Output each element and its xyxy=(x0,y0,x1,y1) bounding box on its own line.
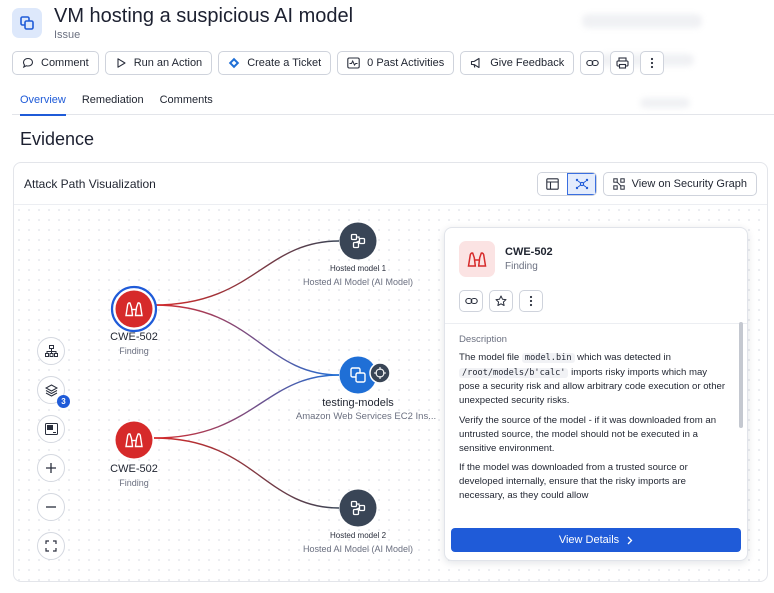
tab-comments[interactable]: Comments xyxy=(159,94,213,106)
attack-path-panel: Attack Path Visualization View on Securi… xyxy=(13,162,768,582)
layers-button[interactable]: 3 xyxy=(37,376,70,408)
model-node-1[interactable] xyxy=(339,222,377,260)
finding-node-2-label: CWE-502 xyxy=(110,463,158,475)
card-copy-link-button[interactable] xyxy=(459,290,483,312)
issue-type-label: Issue xyxy=(54,28,81,41)
card-title: CWE-502 xyxy=(505,246,553,258)
model-node-2[interactable] xyxy=(339,489,377,527)
copy-icon xyxy=(350,367,366,383)
print-button[interactable] xyxy=(610,51,635,75)
model-node-1-sub: Hosted AI Model (AI Model) xyxy=(302,277,414,287)
vm-node-sub: Amazon Web Services EC2 Ins... xyxy=(295,411,437,422)
card-favorite-button[interactable] xyxy=(489,290,513,312)
star-icon xyxy=(495,295,507,306)
more-options-button[interactable] xyxy=(640,51,665,75)
link-icon xyxy=(585,59,599,67)
edge-finding1-vm xyxy=(153,304,340,376)
description-paragraph-2: Verify the source of the model - if it w… xyxy=(459,414,717,454)
action-toolbar: Comment Run an Action Create a Ticket 0 … xyxy=(12,51,665,75)
chevron-right-icon xyxy=(627,536,633,544)
attack-path-graph xyxy=(110,222,391,527)
finding-node-1-label: CWE-502 xyxy=(110,331,158,343)
printer-icon xyxy=(616,57,629,69)
layers-icon xyxy=(44,383,58,397)
view-toggle xyxy=(536,171,597,196)
model-icon xyxy=(350,500,366,516)
give-feedback-button[interactable]: Give Feedback xyxy=(460,51,575,75)
finding-node-2-sub: Finding xyxy=(119,478,149,488)
kebab-icon xyxy=(651,57,654,69)
activity-icon xyxy=(347,57,360,69)
hierarchy-icon xyxy=(44,345,58,357)
card-scrollbar[interactable] xyxy=(739,322,743,428)
divider xyxy=(445,323,747,324)
vm-node-label: testing-models xyxy=(322,397,394,409)
binoculars-icon xyxy=(459,241,495,277)
description-paragraph-1: The model file model.bin which was detec… xyxy=(459,351,726,407)
minimap-button[interactable] xyxy=(37,415,65,443)
zoom-in-button[interactable] xyxy=(37,454,65,482)
page-title: VM hosting a suspicious AI model xyxy=(54,4,354,27)
model-path-code: /root/models/b'calc' xyxy=(459,367,569,378)
view-details-button[interactable]: View Details xyxy=(451,528,741,552)
vm-node[interactable] xyxy=(339,356,391,394)
copy-link-button[interactable] xyxy=(580,51,605,75)
edge-finding2-vm xyxy=(153,374,340,439)
description-label: Description xyxy=(459,334,507,345)
finding-detail-card: CWE-502 Finding Description The model fi… xyxy=(444,227,748,561)
jira-icon xyxy=(228,57,240,69)
plus-icon xyxy=(46,463,56,473)
view-security-graph-button[interactable]: View on Security Graph xyxy=(602,171,757,196)
model-icon xyxy=(350,233,366,249)
model-node-2-label: Hosted model 2 xyxy=(329,531,387,540)
card-subtitle: Finding xyxy=(505,261,538,272)
tab-overview[interactable]: Overview xyxy=(12,88,74,116)
graph-tools: 3 xyxy=(37,337,70,560)
card-description: Description The model file model.bin whi… xyxy=(459,333,729,528)
description-paragraph-3: If the model was downloaded from a trust… xyxy=(459,462,688,501)
expand-icon xyxy=(45,540,57,552)
play-icon xyxy=(117,58,126,68)
layers-count-badge: 3 xyxy=(57,395,70,408)
fit-view-button[interactable] xyxy=(37,532,65,560)
minimap-icon xyxy=(44,423,58,435)
card-more-button[interactable] xyxy=(519,290,543,312)
megaphone-icon xyxy=(471,57,480,69)
link-icon xyxy=(464,297,478,305)
model-node-1-label: Hosted model 1 xyxy=(329,264,387,273)
finding-node-1-sub: Finding xyxy=(119,346,149,356)
kebab-icon xyxy=(529,295,533,307)
blurred-background xyxy=(640,98,690,108)
graph-view-button[interactable] xyxy=(566,172,596,195)
comment-button[interactable]: Comment xyxy=(12,51,99,75)
model-file-code: model.bin xyxy=(521,352,575,363)
crosshair-icon xyxy=(374,367,386,379)
zoom-out-button[interactable] xyxy=(37,493,65,521)
tab-bar: Overview Remediation Comments xyxy=(12,88,774,116)
panel-title: Attack Path Visualization xyxy=(24,176,156,191)
past-activities-button[interactable]: 0 Past Activities xyxy=(337,51,455,75)
finding-node-2[interactable] xyxy=(115,421,153,459)
binoculars-icon xyxy=(125,302,143,317)
minus-icon xyxy=(46,506,56,508)
finding-node-1[interactable] xyxy=(110,285,158,333)
table-icon xyxy=(545,177,559,190)
edge-finding2-model2 xyxy=(153,437,340,509)
layout-button[interactable] xyxy=(37,337,65,365)
binoculars-icon xyxy=(125,433,143,448)
blurred-background xyxy=(582,14,702,28)
section-title: Evidence xyxy=(20,129,95,149)
run-action-button[interactable]: Run an Action xyxy=(104,51,213,75)
table-view-button[interactable] xyxy=(537,172,567,195)
graph-canvas[interactable]: CWE-502 Finding CWE-502 Finding Hosted m… xyxy=(14,205,767,581)
comment-icon xyxy=(22,57,34,69)
network-icon xyxy=(612,177,625,190)
copy-icon xyxy=(12,8,42,38)
tab-remediation[interactable]: Remediation xyxy=(81,94,144,106)
model-node-2-sub: Hosted AI Model (AI Model) xyxy=(302,544,414,554)
graph-icon xyxy=(575,178,588,189)
create-ticket-button[interactable]: Create a Ticket xyxy=(218,51,332,75)
edge-finding1-model1 xyxy=(153,240,340,306)
issue-header: VM hosting a suspicious AI model Issue xyxy=(12,4,354,41)
